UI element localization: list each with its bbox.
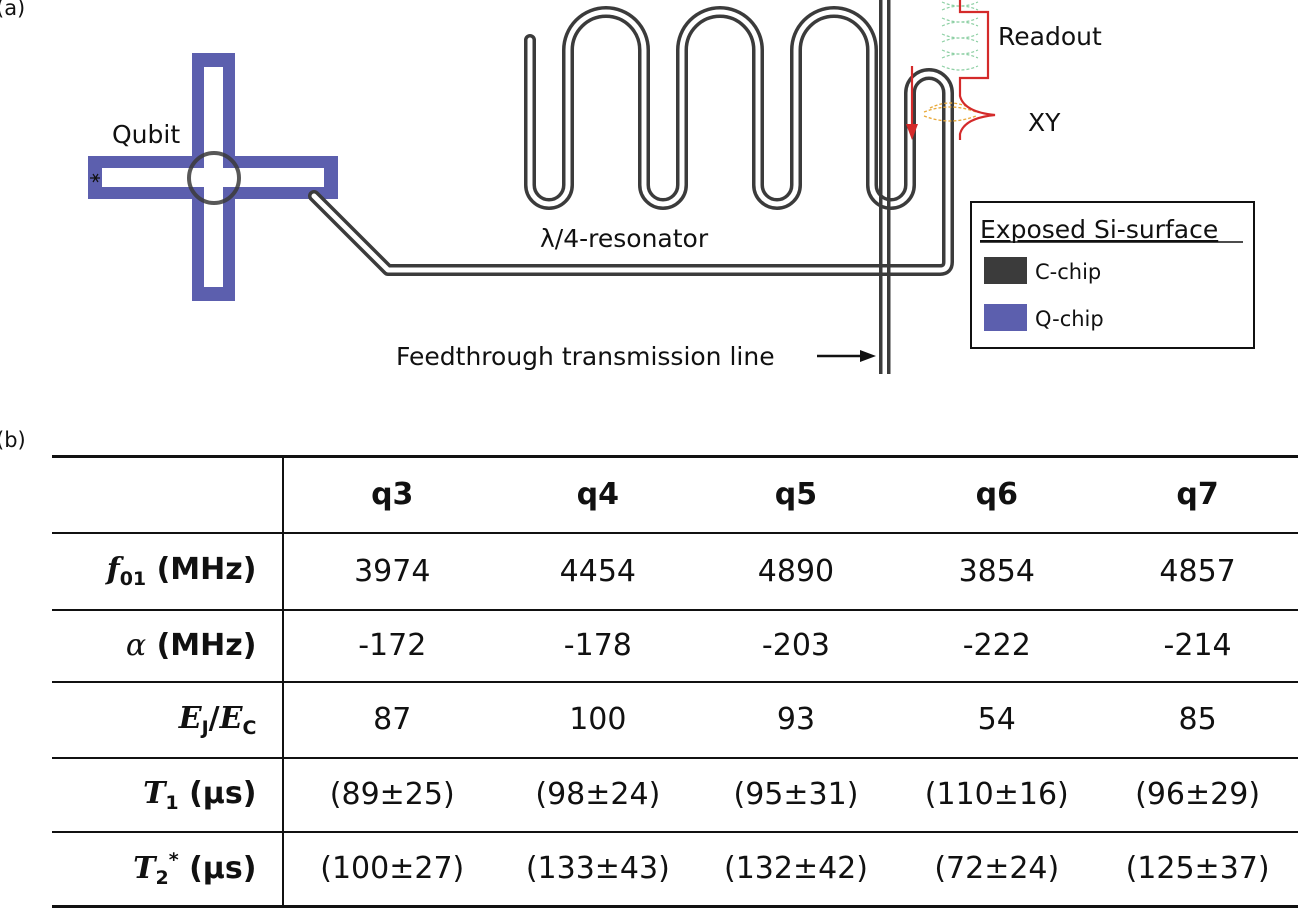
table-cell: 93 [776,702,816,737]
table-row-t2star: T2* (μs) (100±27) (133±43) (132±42) (72±… [52,831,1298,907]
resonator-label: λ/4-resonator [540,224,709,253]
table-cell: -214 [1163,628,1232,663]
table-row-ej-ec: EJ/EC 87 100 93 54 85 [52,681,1298,758]
table-row-f01: f01 (MHz) 3974 4454 4890 3854 4857 [52,532,1298,610]
legend-swatch-q-chip [984,304,1027,331]
resonator [308,6,954,276]
legend-title: Exposed Si-surface [980,215,1218,244]
table-cell: (96±29) [1135,777,1261,812]
table-cell: (132±42) [723,851,868,887]
qubit-cross [88,53,338,301]
readout-label: Readout [998,22,1102,51]
feedline-label: Feedthrough transmission line [396,342,775,371]
legend-item-q-chip: Q-chip [1035,307,1104,331]
panel-b-label: (b) [0,428,26,452]
row-header-alpha: α (MHz) [52,609,285,682]
table-cell: 100 [569,702,627,737]
panel-a-label: (a) [0,0,26,20]
qubit-label: Qubit [112,120,180,149]
row-header-ej-ec: EJ/EC [52,681,285,758]
table-cell: 4857 [1159,553,1236,589]
table-cell: (72±24) [934,851,1060,887]
table-corner-cell [52,456,285,533]
qubit-parameter-table: q3 q4 q5 q6 q7 f01 (MHz) 3974 4454 4890 … [52,455,1298,908]
table-row-alpha: α (MHz) -172 -178 -203 -222 -214 [52,609,1298,682]
table-cell: 54 [977,702,1016,737]
table-cell: 3854 [958,553,1035,589]
table-cell: (100±27) [320,851,465,887]
device-schematic: Qubit λ/4-resonator Feedthrough transmis… [88,0,1255,374]
table-cell: (98±24) [535,777,661,812]
table-header-row: q3 q4 q5 q6 q7 [52,456,1298,533]
table-cell: -203 [761,628,831,663]
table-cell: (125±37) [1125,851,1270,887]
table-cell: 3974 [354,553,431,589]
pulse-sequence [906,0,996,140]
column-header-q4: q4 [576,477,619,513]
table-cell: (95±31) [733,777,859,812]
row-header-t2star: T2* (μs) [52,831,285,907]
row-header-f01: f01 (MHz) [52,532,285,610]
column-header-q3: q3 [371,477,414,513]
table-cell: -222 [962,628,1031,663]
table-cell: 4454 [559,553,636,589]
table-row-t1: T1 (μs) (89±25) (98±24) (95±31) (110±16)… [52,757,1298,832]
table-cell: (110±16) [924,777,1069,812]
legend: Exposed Si-surface C-chip Q-chip [970,201,1255,349]
column-header-q5: q5 [774,477,818,513]
legend-item-c-chip: C-chip [1035,260,1101,284]
column-header-q6: q6 [975,477,1018,513]
column-header-q7: q7 [1176,477,1219,513]
xy-label: XY [1028,108,1061,137]
table-cell: -178 [563,628,632,663]
table-cell: 87 [373,702,412,737]
table-cell: -172 [358,628,427,663]
legend-swatch-c-chip [984,257,1027,284]
table-cell: (133±43) [525,851,670,887]
feedthrough-line [817,0,891,374]
row-header-t1: T1 (μs) [52,757,285,832]
table-cell: 4890 [757,553,835,589]
table-cell: 85 [1178,702,1217,737]
table-cell: (89±25) [329,777,455,812]
